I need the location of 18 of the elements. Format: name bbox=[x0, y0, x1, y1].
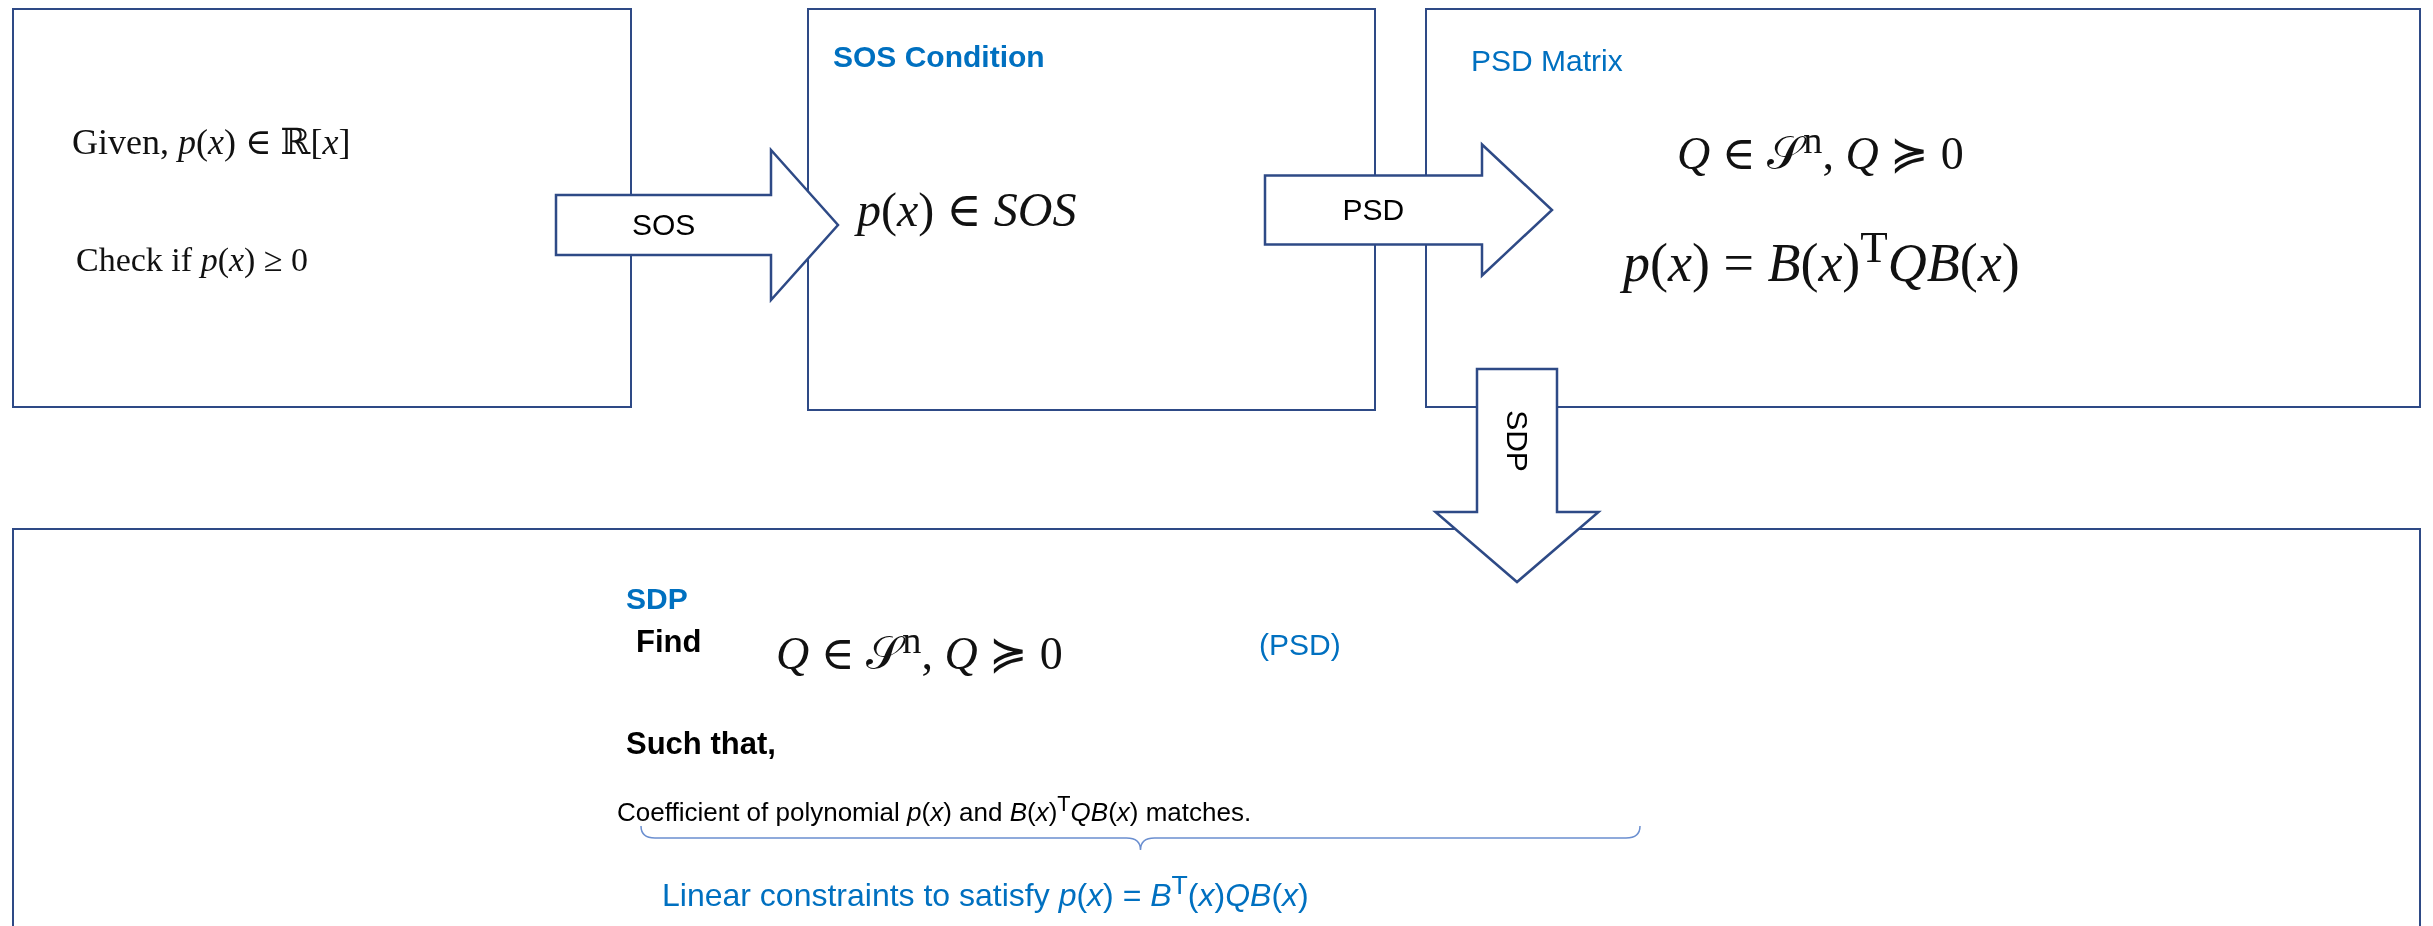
such-that-heading: Such that, bbox=[626, 726, 776, 762]
process-box bbox=[12, 528, 2421, 926]
constraint-note: (PSD) bbox=[1259, 628, 1341, 663]
process-box bbox=[1425, 8, 2421, 408]
box-heading: SDP bbox=[626, 582, 688, 617]
given-statement: Given, p(x) ∈ ℝ[x] bbox=[72, 122, 351, 164]
psd-formula: Q ∈ 𝒮$^{n}$, Q ≽ 0 bbox=[1677, 118, 1964, 182]
process-box bbox=[12, 8, 632, 408]
find-keyword: Find bbox=[636, 624, 702, 660]
linear-constraints-note: Linear constraints to satisfy p(x) = B$^{T}$(x)QB(x) bbox=[662, 870, 1309, 914]
block-arrow bbox=[1263, 141, 1554, 279]
psd-formula: Q ∈ 𝒮$^{n}$, Q ≽ 0 bbox=[776, 618, 1063, 682]
check-condition: Check if p(x) ≥ 0 bbox=[76, 240, 309, 280]
coefficient-statement: Coefficient of polynomial p(x) and B(x)$^{T}$QB(x) matches. bbox=[617, 792, 1252, 828]
box-heading: SOS Condition bbox=[833, 40, 1045, 75]
box-heading: PSD Matrix bbox=[1471, 44, 1623, 79]
block-arrow bbox=[554, 146, 840, 304]
block-arrow bbox=[1432, 367, 1602, 584]
